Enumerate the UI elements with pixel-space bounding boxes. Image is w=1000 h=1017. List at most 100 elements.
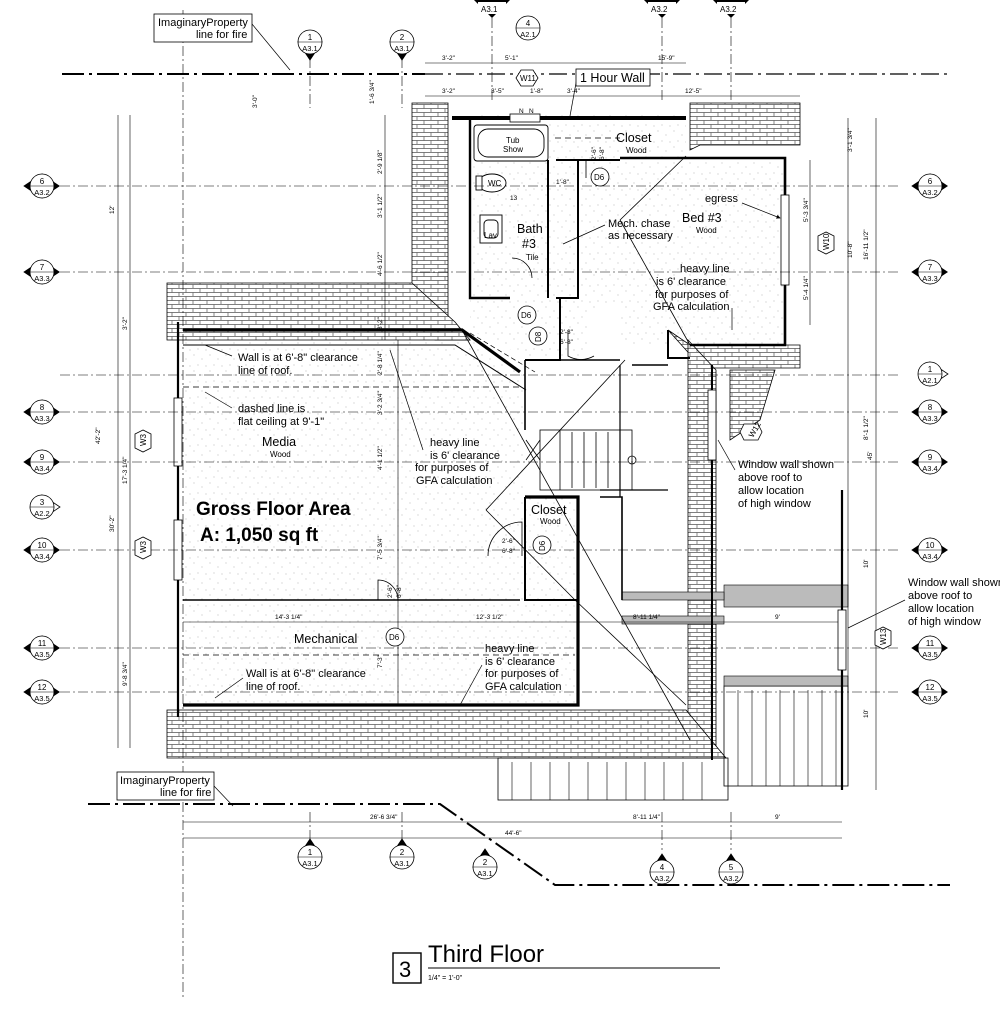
tub-n-2: N — [529, 108, 534, 115]
dim-bath-c: 4'-6 1/2" — [377, 252, 384, 276]
section-marker-extra-1: 6A3.2 — [911, 173, 948, 199]
window-wall-1-b: above roof to — [738, 472, 802, 484]
wall-mech-1: Wall is at 6'-8" clearance — [246, 668, 366, 680]
section-marker-extra-4: 9A3.4 — [911, 449, 948, 475]
dim-left-outer-a: 12' — [109, 206, 116, 214]
section-marker-extra-2-ref: A3.3 — [922, 274, 937, 283]
window-wall-2-a: Window wall shown — [908, 577, 1000, 589]
bath-finish: Tile — [526, 253, 539, 262]
dim-setback2: 1'-6 3/4" — [369, 80, 376, 104]
section-marker-14-num: 5 — [729, 863, 734, 872]
window-wall-1-d: of high window — [738, 498, 811, 510]
mech-chase-2: as necessary — [608, 230, 673, 242]
window-wall-1-a: Window wall shown — [738, 459, 834, 471]
section-marker-7-num: 9 — [40, 453, 45, 462]
one-hour-wall-box — [575, 68, 651, 87]
door-tag-4: D6 — [538, 540, 547, 551]
window-wall-1-c: allow location — [738, 485, 804, 497]
title-scale: 1/4" = 1'-0" — [428, 975, 463, 982]
prop-top-1: ImaginaryProperty — [158, 17, 248, 29]
dim-top1-c: 15'-9" — [658, 55, 675, 62]
top-partial-markers: A3.1 A3.2 A3.2 — [474, 0, 749, 18]
dim-door-e: 1'-8" — [556, 179, 570, 186]
dim-media-c: 4'-1 1/2" — [377, 446, 384, 470]
dim-bot1-a: 26'-6 3/4" — [370, 814, 398, 821]
dim-media-a: 2'-8 1/4" — [377, 351, 384, 375]
section-marker-1: 1A3.1 — [297, 29, 323, 61]
section-marker-extra-2-num: 7 — [928, 263, 933, 272]
section-marker-2-ref: A3.1 — [394, 44, 409, 53]
section-marker-4-num: 6 — [40, 177, 45, 186]
dim-top1-b: 5'-1" — [505, 55, 519, 62]
section-marker-extra-1-ref: A3.2 — [922, 188, 937, 197]
section-marker-2: 2A3.1 — [389, 29, 415, 61]
window-wall-2-b: above roof to — [908, 590, 972, 602]
top-ref-2: A3.2 — [651, 5, 668, 14]
section-marker-2-num: 2 — [400, 33, 405, 42]
section-marker-8-num: 3 — [40, 498, 45, 507]
media-finish: Wood — [270, 450, 291, 459]
bath-name-1: Bath — [517, 222, 543, 236]
dim-door-a: 2'-6" — [591, 146, 598, 160]
heavy-mech-1: heavy line — [485, 643, 535, 655]
window-tag-1: W11 — [520, 74, 536, 83]
wc-label: WC — [488, 179, 502, 188]
mech-chase-1: Mech. chase — [608, 218, 670, 230]
dim-bath-d: 3'-2" — [377, 316, 384, 330]
section-marker-11-ref: A3.5 — [34, 694, 49, 703]
section-marker-10-ref: A3.5 — [34, 650, 49, 659]
mechanical-name: Mechanical — [294, 632, 357, 646]
dim-bed-a: 5'-3 3/4" — [803, 198, 810, 222]
heavy-mid-4: GFA calculation — [416, 475, 492, 487]
section-marker-5: 7A3.3 — [23, 259, 60, 285]
section-marker-4-ref: A3.2 — [34, 188, 49, 197]
section-markers: 1A3.12A3.14A2.16A3.27A3.38A3.39A3.43A2.2… — [23, 15, 949, 885]
dim-bot2: 44'-6" — [505, 830, 522, 837]
stair — [525, 429, 637, 491]
gfa-lines — [183, 137, 691, 741]
heavy-bed-2: is 6' clearance — [656, 276, 726, 288]
deck-area — [497, 584, 849, 801]
bath-name-2: #3 — [522, 237, 536, 251]
window-tag-6: W13 — [879, 628, 888, 645]
prop-bottom-box — [116, 771, 215, 801]
section-marker-extra-8: 1A3.1 — [297, 838, 323, 870]
dim-left-outer-b: 42'-2" — [95, 427, 102, 444]
dim-left-inner-a: 3'-2" — [122, 316, 129, 330]
closet-mid-finish: Wood — [540, 517, 561, 526]
section-marker-14: 5A3.2 — [718, 853, 744, 885]
section-marker-extra-3: 8A3.3 — [911, 399, 948, 425]
dim-top2-c: 1'-8" — [530, 88, 544, 95]
dim-top2-e: 12'-5" — [685, 88, 702, 95]
section-marker-1-num: 1 — [308, 33, 313, 42]
section-marker-12-num: 1 — [928, 365, 933, 374]
dim-door-c: 2'-3" — [560, 329, 574, 336]
section-marker-8: 3A2.2 — [29, 494, 61, 520]
section-marker-9-ref: A3.4 — [34, 552, 49, 561]
heavy-mech-4: GFA calculation — [485, 681, 561, 693]
prop-bottom-1: ImaginaryProperty — [120, 775, 210, 787]
section-marker-6: 8A3.3 — [23, 399, 60, 425]
dim-door-b: 6'-8" — [599, 146, 606, 160]
section-marker-extra-2: 7A3.3 — [911, 259, 948, 285]
title-block: 3 Third Floor 1/4" = 1'-0" — [392, 941, 720, 984]
door-tag-5: D6 — [389, 633, 400, 642]
dim-mid-c: 8'-11 1/4" — [633, 614, 661, 621]
one-hour-wall: 1 Hour Wall — [580, 71, 645, 85]
dashed-note-2: flat ceiling at 9'-1" — [238, 416, 324, 428]
section-marker-extra-9-ref: A3.1 — [394, 859, 409, 868]
dim-top1-a: 3'-2" — [442, 55, 456, 62]
section-marker-10-num: 11 — [38, 639, 47, 648]
title-name: Third Floor — [428, 941, 544, 968]
section-marker-extra-3-ref: A3.3 — [922, 414, 937, 423]
section-marker-7: 9A3.4 — [23, 449, 60, 475]
lav-label: Lav — [484, 231, 497, 240]
bath-fixtures — [473, 124, 549, 244]
title-number-box — [392, 952, 422, 984]
